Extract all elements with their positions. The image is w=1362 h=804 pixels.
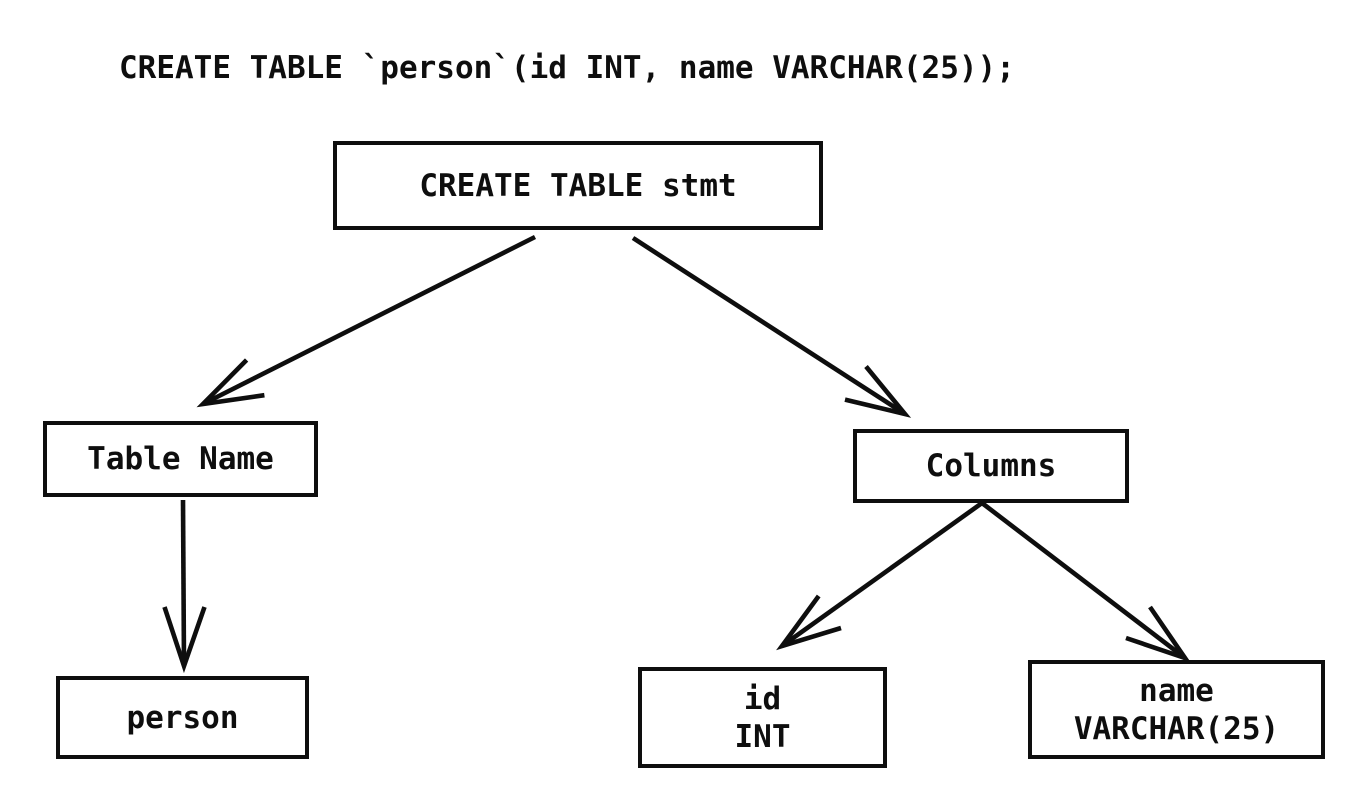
arrowhead-icon <box>776 594 842 651</box>
node-person: person <box>56 676 309 759</box>
edge-columns-to-name-varchar <box>980 501 1191 663</box>
edge-line <box>631 236 907 416</box>
node-label: person <box>126 699 239 736</box>
edge-columns-to-id-int <box>776 501 984 651</box>
node-create-table-stmt: CREATE TABLE stmt <box>333 141 823 230</box>
arrowhead-icon <box>196 358 265 408</box>
node-name-varchar: name VARCHAR(25) <box>1028 660 1325 759</box>
node-label: Table Name <box>87 441 274 477</box>
arrowhead-icon <box>162 606 207 674</box>
edge-table-name-to-person <box>162 499 207 674</box>
node-id-int: id INT <box>638 667 887 768</box>
node-label-line1: name <box>1139 672 1214 709</box>
edge-line <box>780 501 984 648</box>
node-columns: Columns <box>853 429 1129 503</box>
node-label-line2: VARCHAR(25) <box>1073 710 1280 747</box>
arrowhead-icon <box>1125 605 1191 663</box>
edge-line <box>180 499 187 667</box>
node-table-name: Table Name <box>43 421 318 497</box>
node-label: Columns <box>925 448 1057 484</box>
edge-create-table-stmt-to-table-name <box>196 234 537 408</box>
edge-line <box>201 234 537 407</box>
sql-statement-text: CREATE TABLE `person`(id INT, name VARCH… <box>119 50 1015 86</box>
edge-line <box>980 501 1187 660</box>
node-label-line1: id <box>743 680 782 717</box>
edge-create-table-stmt-to-columns <box>631 236 912 418</box>
node-label-line2: INT <box>734 718 791 755</box>
arrowhead-icon <box>844 365 912 418</box>
node-label: CREATE TABLE stmt <box>419 167 737 204</box>
